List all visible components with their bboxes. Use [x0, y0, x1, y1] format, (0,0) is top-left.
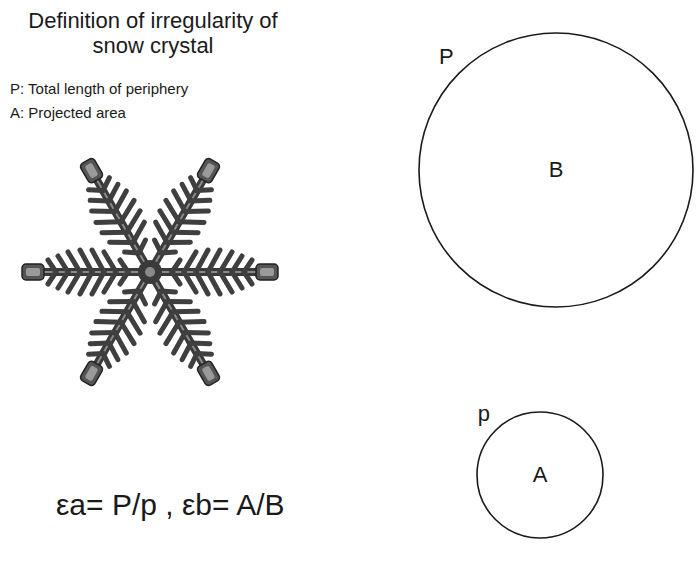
formula: εa= P/p , εb= A/B	[56, 488, 285, 523]
circle-shape: pA	[476, 411, 604, 539]
circle-line	[477, 412, 603, 538]
area-label: A	[533, 464, 548, 486]
area-label: B	[549, 159, 564, 181]
perimeter-label: P	[439, 46, 454, 68]
circle-line	[419, 33, 693, 307]
circle-shape: PB	[418, 32, 694, 308]
definition-note: P: Total length of periphery	[10, 80, 188, 97]
perimeter-label: p	[478, 403, 490, 425]
title: Definition of irregularity of snow cryst…	[8, 8, 298, 59]
definition-note: A: Projected area	[10, 104, 126, 121]
